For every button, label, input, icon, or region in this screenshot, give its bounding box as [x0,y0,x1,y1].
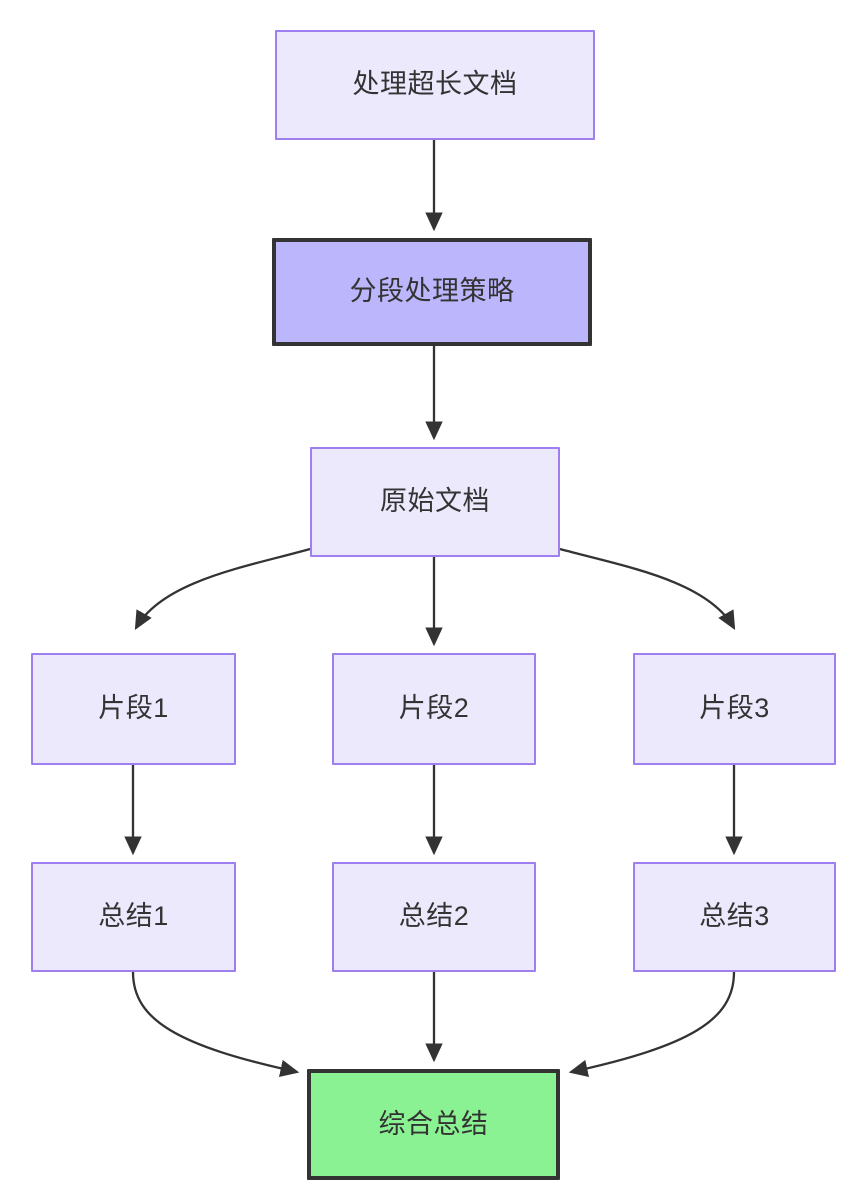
edge-sum1-to-final [131,971,300,1078]
node-label: 总结1 [98,901,169,932]
node-label: 总结2 [398,901,470,932]
node-summary-3[interactable]: 总结3 [633,862,836,972]
node-label: 片段2 [398,693,470,724]
node-combined-summary[interactable]: 综合总结 [307,1069,560,1180]
edge-source-to-seg3 [559,547,736,631]
edge-source-to-seg1 [134,547,311,631]
node-process-long-document[interactable]: 处理超长文档 [275,30,595,140]
node-summary-1[interactable]: 总结1 [31,862,236,972]
node-summary-2[interactable]: 总结2 [332,862,536,972]
node-label: 综合总结 [378,1108,489,1139]
node-segment-3[interactable]: 片段3 [633,653,836,765]
node-label: 总结3 [699,901,770,932]
node-chunking-strategy[interactable]: 分段处理策略 [272,238,592,346]
node-source-document[interactable]: 原始文档 [310,447,560,557]
node-segment-1[interactable]: 片段1 [31,653,236,765]
edge-sum3-to-final [568,971,736,1078]
node-label: 片段3 [699,693,770,724]
node-segment-2[interactable]: 片段2 [332,653,536,765]
node-label: 处理超长文档 [352,69,518,100]
node-label: 片段1 [98,693,169,724]
node-label: 原始文档 [380,486,490,517]
node-label: 分段处理策略 [349,276,515,307]
